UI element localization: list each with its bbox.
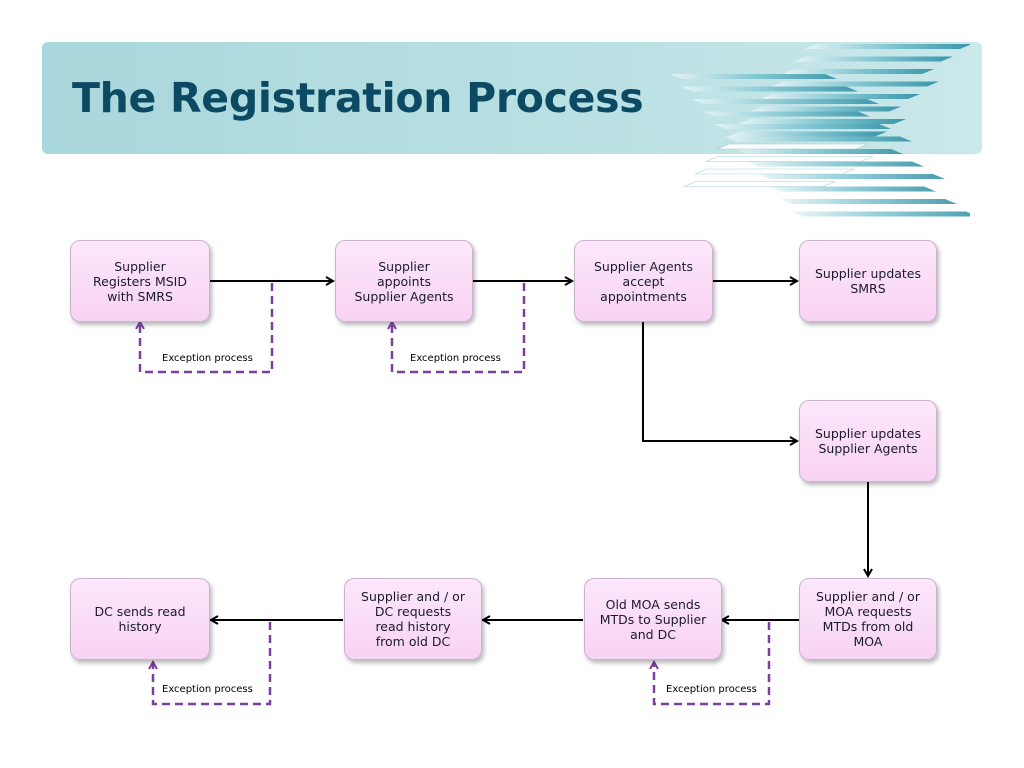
exception-label-3: Exception process [162,684,253,695]
box-dc-requests-read-history: Supplier and / or DC requests read histo… [344,578,482,660]
box-old-moa-sends-mtds: Old MOA sends MTDs to Supplier and DC [584,578,722,660]
page-title: The Registration Process [72,74,644,122]
arrow-accept-to-updates-agents [642,322,797,441]
striped-x-logo-icon [670,44,970,217]
exception-loop-2 [392,283,526,374]
box-supplier-registers-msid: Supplier Registers MSID with SMRS [70,240,210,322]
box-supplier-updates-smrs: Supplier updates SMRS [799,240,937,322]
exception-label-2: Exception process [410,353,501,364]
box-supplier-updates-agents: Supplier updates Supplier Agents [799,400,937,482]
exception-loop-4 [654,622,771,706]
box-agents-accept-appointments: Supplier Agents accept appointments [574,240,713,322]
exception-loop-3 [153,622,272,706]
exception-loop-1 [140,283,274,374]
box-moa-requests-mtds: Supplier and / or MOA requests MTDs from… [799,578,937,660]
box-supplier-appoints-agents: Supplier appoints Supplier Agents [335,240,473,322]
box-dc-sends-read-history: DC sends read history [70,578,210,660]
exception-label-1: Exception process [162,353,253,364]
exception-label-4: Exception process [666,684,757,695]
